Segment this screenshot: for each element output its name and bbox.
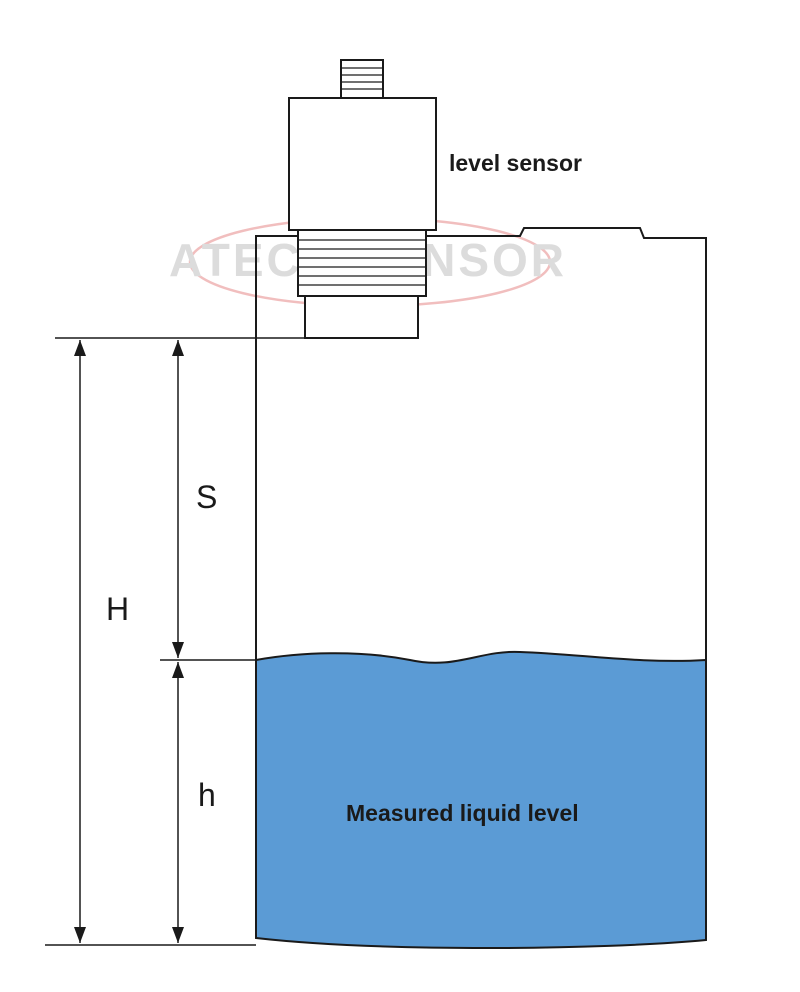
dimension-h xyxy=(172,662,184,943)
dimension-S xyxy=(172,340,184,658)
dimension-H xyxy=(74,340,86,943)
label-h: h xyxy=(198,777,216,813)
label-H: H xyxy=(106,591,129,627)
sensor-housing xyxy=(288,97,437,231)
liquid-body xyxy=(255,650,707,949)
label-S: S xyxy=(196,479,217,515)
level-sensor xyxy=(288,59,437,339)
sensor-threads xyxy=(298,239,426,286)
connector-threads xyxy=(341,67,383,90)
sensor-connector xyxy=(340,59,384,99)
sensor-probe-face xyxy=(304,295,419,339)
label-measured-liquid-level: Measured liquid level xyxy=(346,800,579,826)
label-level-sensor: level sensor xyxy=(449,150,582,176)
